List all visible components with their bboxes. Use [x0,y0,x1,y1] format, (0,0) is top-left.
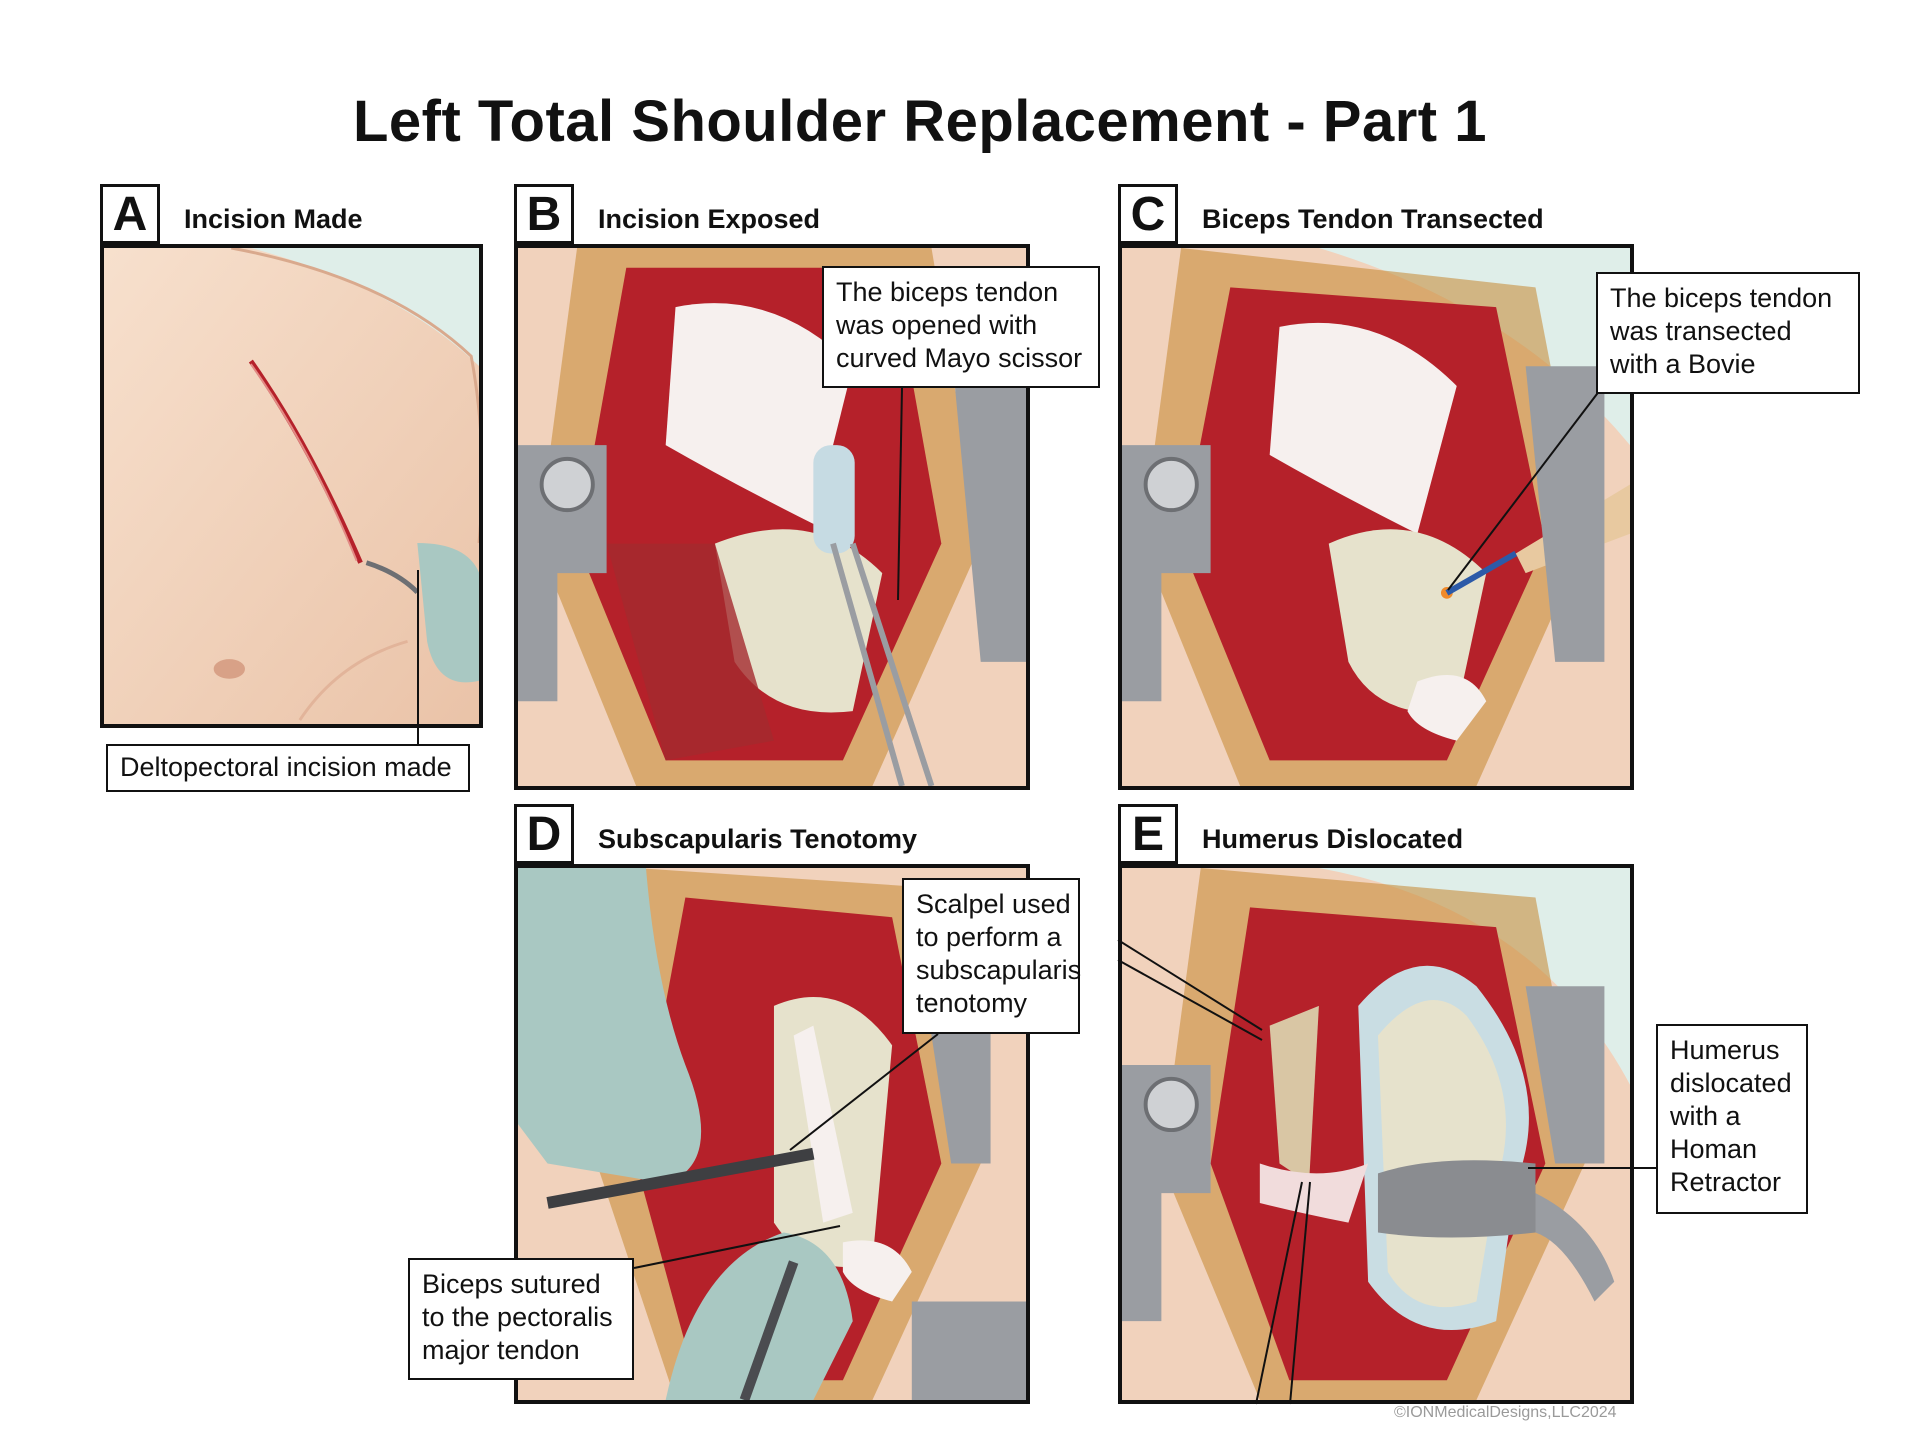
callout-e-line-1: Humerus [1670,1035,1780,1065]
panel-b-letter: B [514,184,574,244]
callout-d2-line-1: Biceps sutured [422,1269,601,1299]
callout-biceps-sutured: Biceps sutured to the pectoralis major t… [408,1258,634,1380]
panel-a-letter: A [100,184,160,244]
copyright-notice: ©IONMedicalDesigns,LLC2024 [1394,1404,1617,1421]
callout-a-line-1: Deltopectoral incision made [120,752,452,782]
callout-e-line-4: Homan [1670,1134,1758,1164]
callout-homan-retractor: Humerus dislocated with a Homan Retracto… [1656,1024,1808,1214]
panel-b-title: Incision Exposed [598,204,821,234]
callout-d1-line-2: to perform a [916,922,1062,952]
callout-b-line-1: The biceps tendon [836,277,1059,307]
callout-d2-line-3: major tendon [422,1335,580,1365]
panel-d-letter: D [514,804,574,864]
chest-incision-drawing [104,248,479,724]
humerus-dislocated-drawing [1122,868,1630,1400]
transected-tendon-drawing [1122,248,1630,786]
panel-a-title: Incision Made [184,204,363,234]
callout-c-line-1: The biceps tendon [1610,283,1833,313]
callout-c-line-3: with a Bovie [1610,349,1756,379]
panel-a-illustration [100,244,483,728]
callout-d1-line-1: Scalpel used [916,889,1071,919]
panel-d-title: Subscapularis Tenotomy [598,824,918,854]
callout-b-line-3: curved Mayo scissor [836,343,1083,373]
callout-e-line-5: Retractor [1670,1167,1782,1197]
panel-c-title: Biceps Tendon Transected [1202,204,1544,234]
callout-d1-line-3: subscapularis [916,955,1082,985]
callout-d2-line-2: to the pectoralis [422,1302,613,1332]
callout-b-line-2: was opened with [836,310,1038,340]
panel-c-letter: C [1118,184,1178,244]
panel-e-title: Humerus Dislocated [1202,824,1464,854]
page-title: Left Total Shoulder Replacement - Part 1 [352,89,1487,154]
callout-mayo-scissor: The biceps tendon was opened with curved… [822,266,1100,388]
panel-e-letter: E [1118,804,1178,864]
callout-scalpel-tenotomy: Scalpel used to perform a subscapularis … [902,878,1082,1034]
panel-e-illustration [1118,864,1634,1404]
panel-c-illustration [1118,244,1634,790]
callout-c-line-2: was transected [1610,316,1792,346]
callout-bovie: The biceps tendon was transected with a … [1596,272,1860,394]
callout-e-line-3: with a [1670,1101,1741,1131]
callout-e-line-2: dislocated [1670,1068,1792,1098]
callout-d1-line-4: tenotomy [916,988,1028,1018]
callout-deltopectoral-incision: Deltopectoral incision made [106,744,470,792]
